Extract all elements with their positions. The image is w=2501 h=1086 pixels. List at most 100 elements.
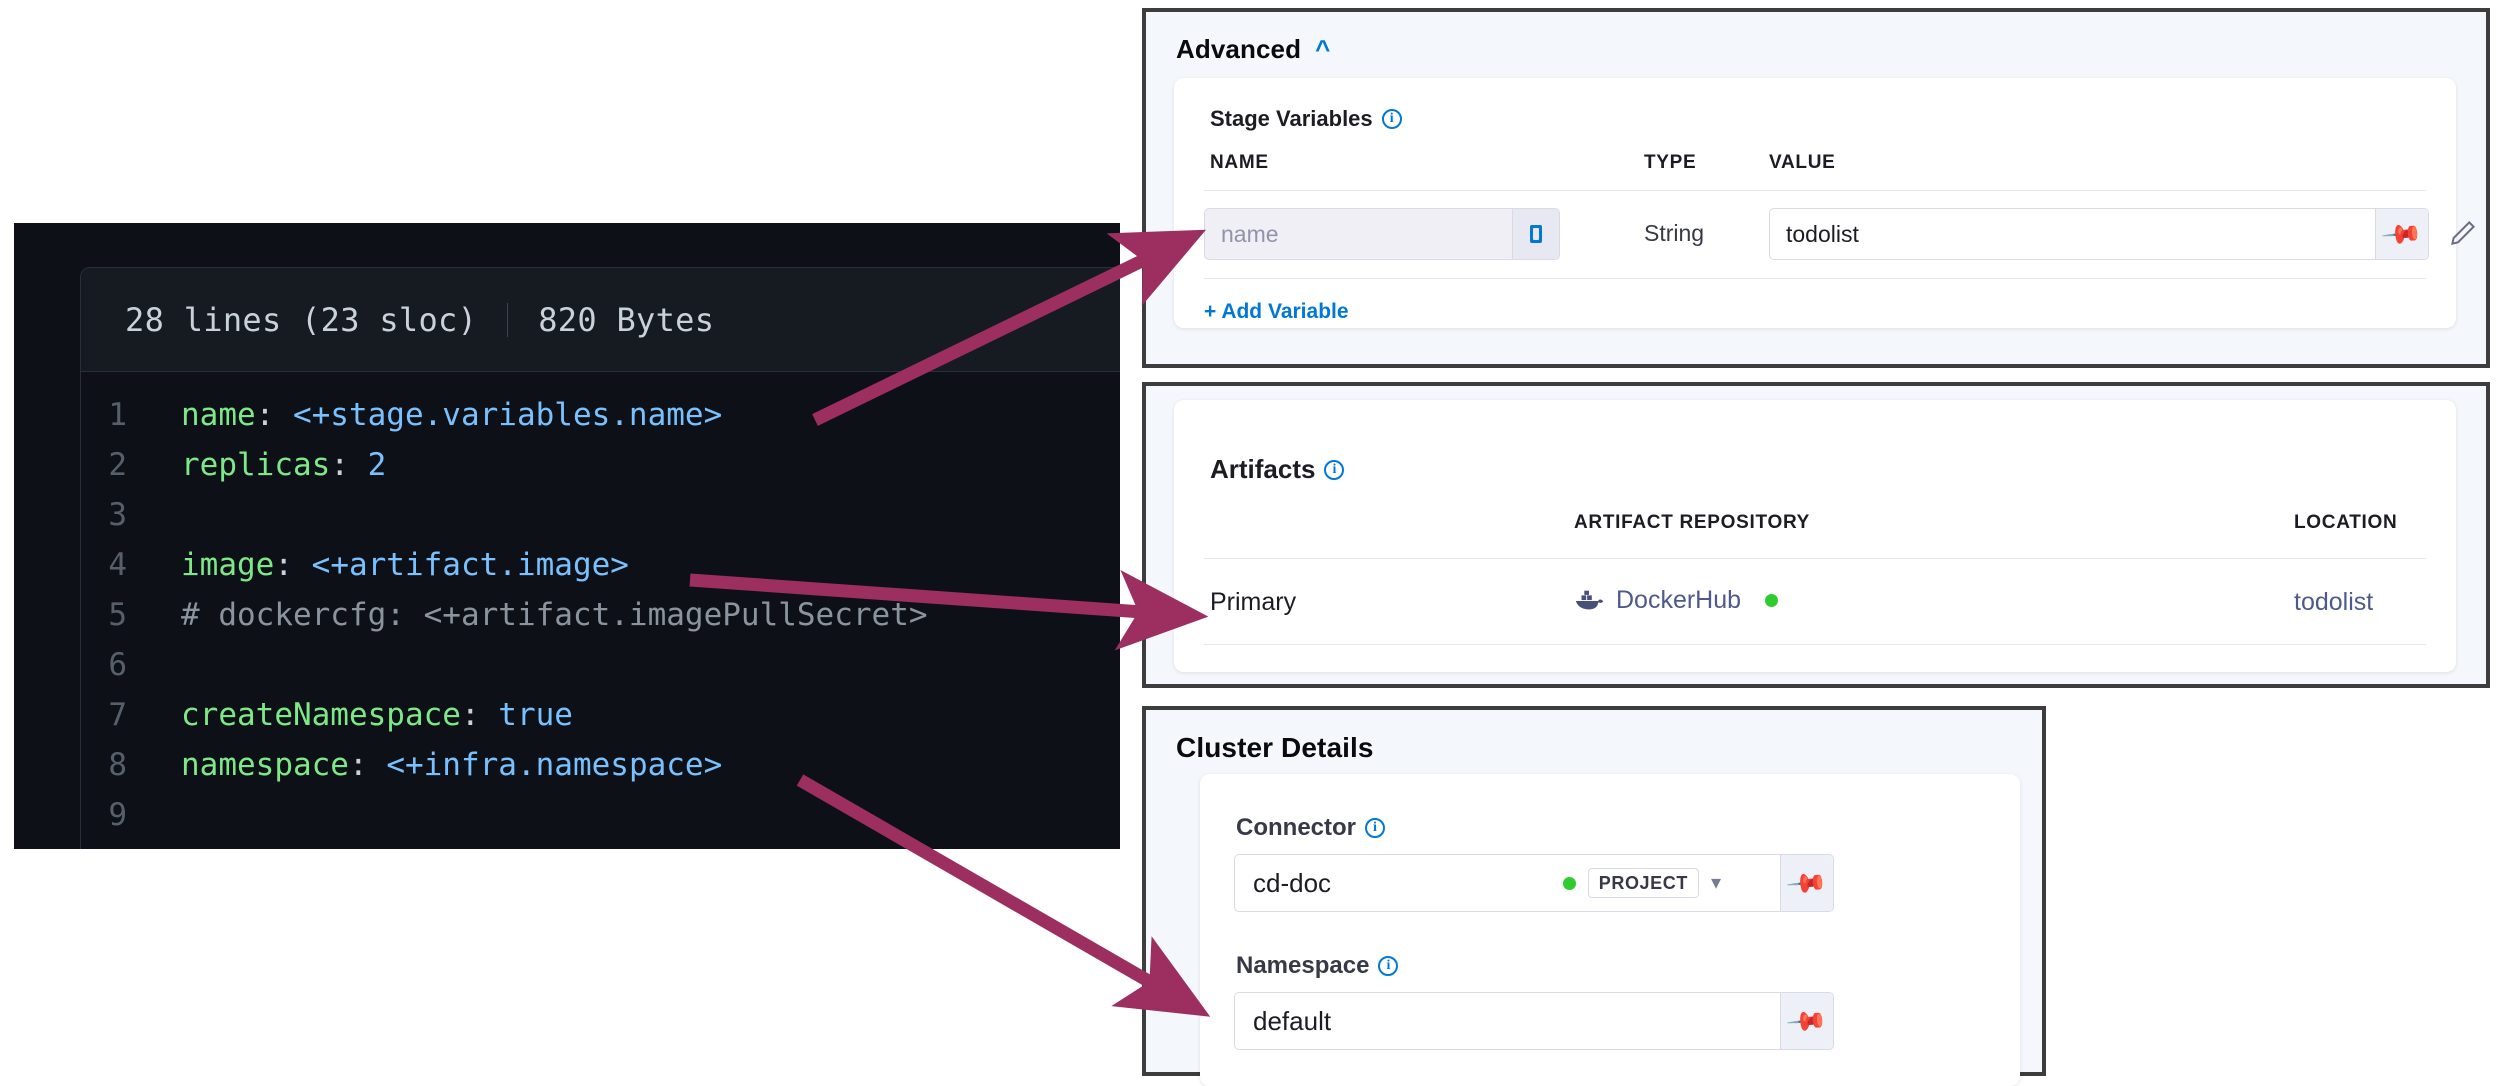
cluster-details-title: Cluster Details (1176, 732, 1374, 763)
cluster-details-panel: Cluster Details Connector i cd-doc PROJE… (1142, 706, 2046, 1086)
stage-variables-card: Stage Variables i NAME TYPE VALUE name S… (1174, 78, 2476, 328)
code-colon: : (348, 747, 387, 783)
stage-variables-value-text: todolist (1786, 220, 1859, 247)
code-key: image (181, 547, 275, 583)
artifacts-card: Artifacts i ARTIFACT REPOSITORY LOCATION… (1174, 400, 2456, 672)
cluster-connector-input[interactable]: cd-doc PROJECT ▾ 📌 (1234, 854, 1834, 912)
connector-status-dot (1765, 594, 1779, 607)
code-line-3: 3 (81, 490, 1120, 540)
code-file-size: 820 Bytes (538, 300, 715, 339)
stage-variables-value-input[interactable]: todolist 📌 (1769, 208, 2429, 260)
column-header-value: VALUE (1769, 152, 1836, 173)
code-key: replicas (181, 447, 331, 483)
code-colon: : (460, 697, 499, 733)
code-line-number: 6 (108, 647, 127, 683)
code-line-content: # dockercfg: <+artifact.imagePullSecret> (181, 590, 928, 640)
code-colon: : (274, 547, 312, 583)
info-icon[interactable]: i (1378, 956, 1399, 976)
code-line-5: 5 # dockercfg: <+artifact.imagePullSecret… (81, 590, 1120, 640)
pencil-icon (2451, 220, 2476, 245)
connector-status-dot (1562, 876, 1576, 890)
code-viewer: 28 lines (23 sloc) 820 Bytes 1 name: <+st… (14, 223, 1120, 849)
code-line-4: 4 image: <+artifact.image> (81, 540, 1120, 590)
cluster-fields-card: Connector i cd-doc PROJECT ▾ 📌 Namespace… (1200, 774, 2020, 1086)
connector-scope-tag: PROJECT (1587, 868, 1699, 898)
code-line-content: namespace: <+infra.namespace> (181, 740, 722, 790)
pin-icon[interactable]: 📌 (1780, 855, 1833, 911)
connector-label: Connector i (1236, 814, 1385, 842)
advanced-panel: Advanced ^ Stage Variables i NAME TYPE V… (1142, 8, 2490, 368)
code-line-content: replicas: 2 (181, 440, 386, 490)
artifacts-label: Artifacts i (1210, 454, 1345, 485)
pin-glyph: 📌 (1784, 861, 1830, 905)
pin-icon[interactable]: 📌 (1780, 993, 1833, 1049)
pin-glyph: 📌 (2379, 212, 2425, 256)
code-key: namespace (181, 747, 349, 783)
namespace-value: default (1253, 1005, 1332, 1036)
code-line-number: 1 (108, 397, 127, 433)
info-icon[interactable]: i (1324, 459, 1345, 480)
table-divider-top (1204, 190, 2426, 191)
code-line-content: name: <+stage.variables.name> (181, 390, 722, 440)
code-line-content: createNamespace: true (181, 690, 573, 740)
edit-variable-button[interactable] (2446, 216, 2480, 250)
stage-variables-label: Stage Variables i (1210, 106, 1402, 132)
code-line-number: 7 (108, 697, 127, 733)
code-colon: : (330, 447, 368, 483)
code-value: <+artifact.image> (311, 547, 629, 583)
code-line-number: 3 (108, 497, 127, 533)
stage-variables-name-input[interactable]: name (1204, 208, 1560, 260)
pin-icon[interactable]: 📌 (2375, 209, 2428, 259)
code-file-card: 28 lines (23 sloc) 820 Bytes 1 name: <+st… (80, 267, 1120, 849)
column-header-location: LOCATION (2294, 512, 2398, 533)
info-icon[interactable]: i (1381, 109, 1402, 129)
code-line-8: 8 namespace: <+infra.namespace> (81, 740, 1120, 790)
column-header-type: TYPE (1644, 152, 1697, 173)
column-header-name: NAME (1210, 152, 1269, 173)
code-line-content: image: <+artifact.image> (181, 540, 629, 590)
table-divider-bottom (1204, 278, 2426, 279)
code-line-number: 5 (108, 597, 127, 633)
code-value: 2 (367, 447, 387, 483)
code-key: name (181, 397, 256, 433)
advanced-section-header[interactable]: Advanced ^ (1176, 34, 1330, 65)
column-header-artifact-repository: ARTIFACT REPOSITORY (1574, 512, 1811, 533)
cluster-details-header: Cluster Details (1176, 732, 1374, 764)
code-value: <+stage.variables.name> (292, 397, 723, 433)
artifact-repository-name: DockerHub (1616, 586, 1742, 614)
code-line-1: 1 name: <+stage.variables.name> (81, 390, 1120, 440)
pin-glyph: 📌 (1784, 999, 1830, 1043)
connector-scope-group: PROJECT ▾ (1562, 868, 1721, 898)
artifact-repository-cell[interactable]: DockerHub (1574, 586, 1779, 615)
code-line-number: 2 (108, 447, 127, 483)
code-key: createNamespace (181, 697, 461, 733)
code-line-6: 6 (81, 640, 1120, 690)
artifacts-divider-top (1204, 558, 2426, 559)
code-line-number: 9 (108, 797, 127, 833)
docker-whale-icon (1575, 590, 1604, 609)
code-file-header: 28 lines (23 sloc) 820 Bytes (81, 268, 1120, 372)
connector-value: cd-doc (1253, 867, 1332, 898)
chevron-down-icon[interactable]: ▾ (1710, 872, 1721, 894)
chevron-up-icon[interactable]: ^ (1315, 33, 1331, 64)
cluster-namespace-input[interactable]: default 📌 (1234, 992, 1834, 1050)
code-line-number: 4 (108, 547, 127, 583)
code-line-count: 28 lines (23 sloc) (125, 300, 478, 339)
code-colon: : (255, 397, 293, 433)
add-variable-link[interactable]: + Add Variable (1204, 300, 1349, 323)
namespace-label: Namespace i (1236, 952, 1399, 980)
code-line-9: 9 (81, 790, 1120, 840)
variable-glyph (1530, 225, 1542, 243)
advanced-title: Advanced (1176, 34, 1302, 64)
code-value: <+infra.namespace> (386, 747, 723, 783)
code-line-number: 8 (108, 747, 127, 783)
expression-toggle-icon[interactable] (1512, 209, 1559, 259)
code-comment: # dockercfg: <+artifact.imagePullSecret> (181, 597, 928, 633)
artifact-location[interactable]: todolist (2294, 588, 2374, 616)
info-icon[interactable]: i (1365, 818, 1385, 838)
code-value: true (498, 697, 573, 733)
code-line-7: 7 createNamespace: true (81, 690, 1120, 740)
artifact-kind: Primary (1210, 588, 1297, 616)
